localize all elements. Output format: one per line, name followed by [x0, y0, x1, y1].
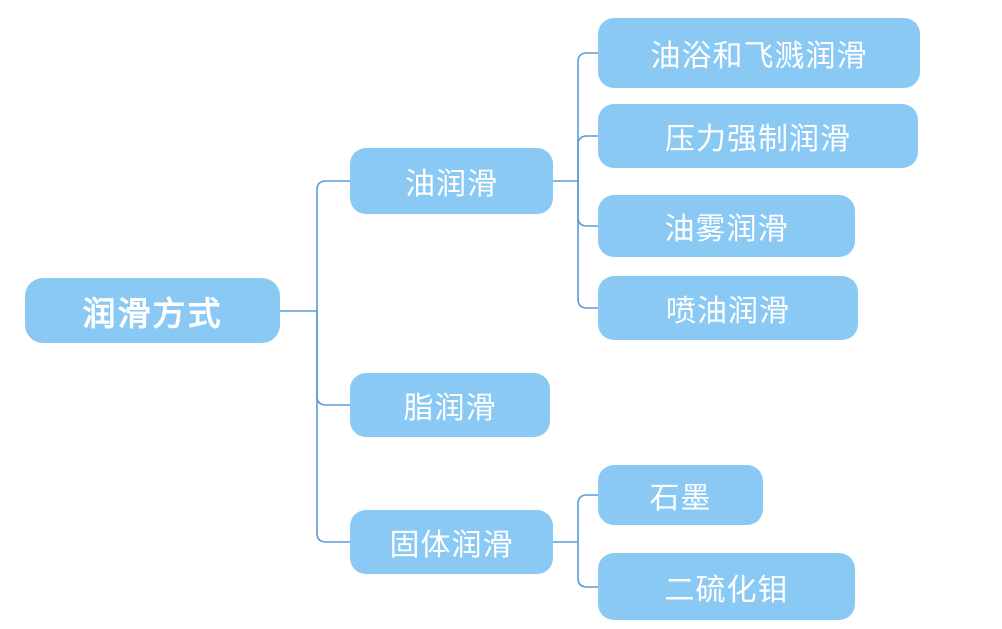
node-pressure-forced[interactable]: 压力强制润滑 — [598, 104, 918, 168]
edge-oil-to-oil-mist — [577, 181, 598, 227]
edge-root-to-grease — [316, 311, 350, 406]
edge-oil-to-oil-jet — [577, 181, 598, 309]
edge-oil-to-pressure-forced — [577, 135, 598, 181]
node-oil-bath-splash[interactable]: 油浴和飞溅润滑 — [598, 18, 920, 88]
node-root[interactable]: 润滑方式 — [25, 278, 280, 343]
node-oil-mist[interactable]: 油雾润滑 — [598, 195, 855, 257]
edge-root-to-oil — [316, 180, 350, 311]
node-oil-jet[interactable]: 喷油润滑 — [598, 276, 858, 340]
node-graphite[interactable]: 石墨 — [598, 465, 763, 525]
edge-oil-to-oil-bath — [577, 52, 598, 181]
edge-solid-to-mos2 — [577, 542, 598, 588]
node-solid-lubrication[interactable]: 固体润滑 — [350, 510, 553, 574]
node-molybdenum-disulfide[interactable]: 二硫化钼 — [598, 553, 855, 620]
node-oil-lubrication[interactable]: 油润滑 — [350, 148, 553, 214]
edge-root-to-solid — [316, 311, 350, 543]
node-grease-lubrication[interactable]: 脂润滑 — [350, 373, 550, 437]
edge-solid-to-graphite — [577, 494, 598, 542]
